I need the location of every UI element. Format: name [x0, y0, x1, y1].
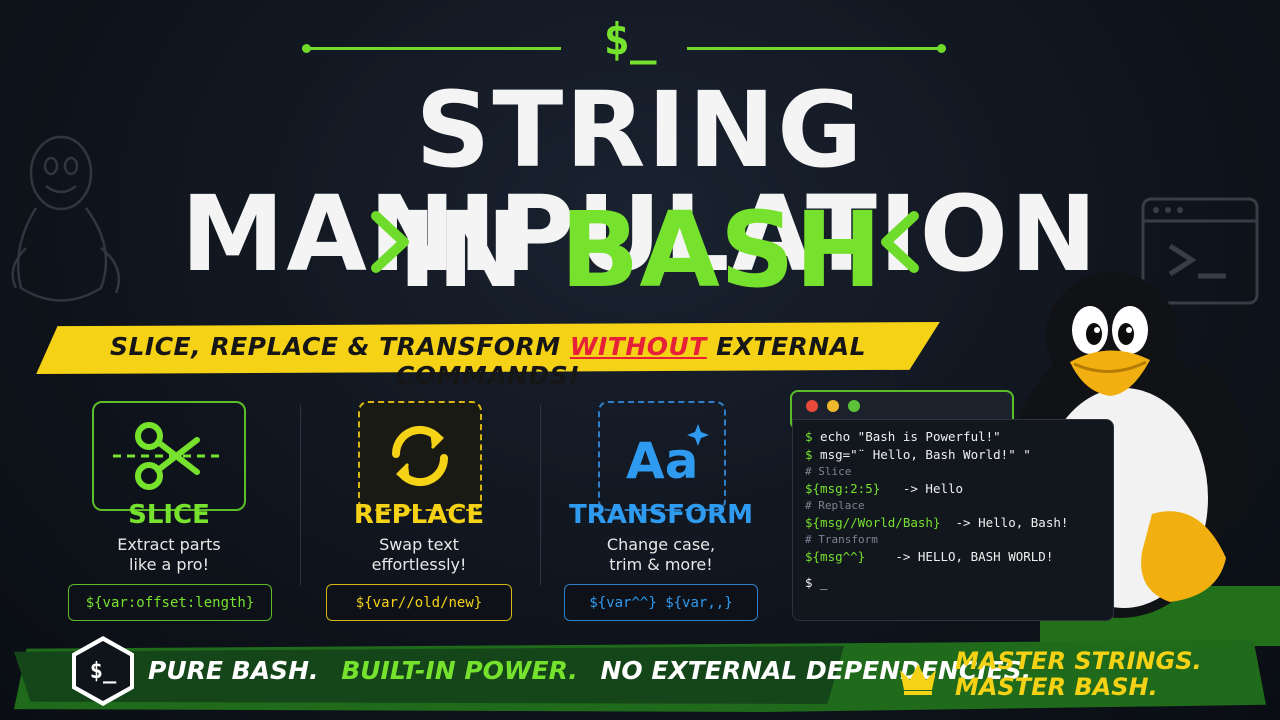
transform-desc-line2: trim & more! [609, 555, 713, 574]
terminal-output: -> HELLO, BASH WORLD! [865, 549, 1054, 565]
close-dot-icon[interactable] [806, 400, 818, 412]
top-decoration-line-left [302, 44, 561, 53]
page-title: STRING MANIPULATION [180, 69, 1100, 295]
tagline-text: SLICE, REPLACE & TRANSFORM WITHOUT EXTER… [38, 332, 938, 390]
terminal-command: msg="¨ Hello, Bash World!" " [812, 447, 1031, 463]
title-in: IN [398, 189, 524, 311]
terminal-window: $ echo "Bash is Powerful!" $ msg="¨ Hell… [792, 419, 1114, 621]
terminal-output: -> Hello [880, 481, 964, 497]
master-line1: MASTER STRINGS. [955, 647, 1202, 675]
scissors-icon [113, 422, 225, 490]
slice-desc-line2: like a pro! [129, 555, 209, 574]
chevron-right-icon [371, 211, 409, 273]
slice-title: SLICE [128, 500, 210, 530]
terminal-line: $ echo "Bash is Powerful!" [805, 428, 1101, 446]
terminal-cursor-line[interactable]: $ _ [805, 575, 828, 591]
minimize-dot-icon[interactable] [827, 400, 839, 412]
terminal-line: ${msg:2:5} -> Hello [805, 480, 1101, 498]
terminal-prompt: $ [805, 447, 813, 463]
replace-code-snippet: ${var//old/new} [326, 584, 512, 621]
prompt-symbol: $_ [603, 14, 657, 65]
tagline-part2: EXTERNAL COMMANDS! [395, 332, 867, 390]
slice-desc-line1: Extract parts [117, 535, 221, 554]
card-divider [300, 405, 301, 585]
transform-code-snippet: ${var^^} ${var,,} [564, 584, 758, 621]
terminal-expression: ${msg^^} [805, 549, 866, 565]
card-divider [540, 405, 541, 585]
master-tagline: MASTER STRINGS. MASTER BASH. [955, 648, 1202, 701]
replace-title: REPLACE [353, 500, 485, 530]
replace-description: Swap text effortlessly! [304, 535, 534, 575]
swap-arrows-icon [391, 425, 449, 487]
footer-bar-inner [14, 646, 844, 704]
terminal-line: $ msg="¨ Hello, Bash World!" " [805, 446, 1101, 464]
terminal-comment: # Slice [805, 465, 852, 479]
transform-desc-line1: Change case, [606, 535, 716, 554]
top-decoration-line-right [687, 44, 946, 53]
text-case-icon: Aa [626, 424, 709, 490]
transform-title: TRANSFORM [568, 500, 754, 530]
slice-card-icon-box [92, 401, 246, 511]
terminal-expression: ${msg:2:5} [805, 481, 881, 497]
replace-desc-line1: Swap text [379, 535, 459, 554]
maximize-dot-icon[interactable] [848, 400, 860, 412]
footer-seg3: NO EXTERNAL DEPENDENCIES. [600, 656, 1032, 685]
footer-seg2: BUILT-IN POWER. [341, 656, 578, 685]
page-subtitle: IN BASH [0, 198, 1280, 302]
terminal-prompt: $ [805, 429, 813, 444]
transform-card-icon-box: Aa [598, 401, 726, 511]
tux-outline-icon [11, 135, 121, 302]
slice-description: Extract parts like a pro! [54, 535, 284, 575]
terminal-output: -> Hello, Bash! [940, 515, 1069, 531]
title-bash: BASH [560, 189, 882, 311]
svg-text:Aa: Aa [626, 432, 698, 490]
master-line2: MASTER BASH. [955, 673, 1158, 702]
footer-slogan: PURE BASH. BUILT-IN POWER. NO EXTERNAL D… [148, 656, 1045, 685]
tagline-highlight: WITHOUT [569, 332, 707, 361]
terminal-line: ${msg^^} -> HELLO, BASH WORLD! [805, 548, 1101, 566]
terminal-hex-icon: $_ [76, 641, 130, 701]
crown-icon [900, 664, 936, 695]
terminal-window-icon [1141, 197, 1259, 305]
terminal-command: echo "Bash is Powerful!" [812, 429, 1001, 444]
chevron-left-icon [881, 211, 919, 273]
replace-card-icon-box [358, 401, 482, 511]
terminal-expression: ${msg//World/Bash} [805, 515, 941, 531]
replace-desc-line2: effortlessly! [371, 555, 467, 574]
terminal-comment: # Transform [805, 533, 878, 547]
footer-seg1: PURE BASH. [148, 656, 319, 685]
terminal-line: ${msg//World/Bash} -> Hello, Bash! [805, 514, 1101, 532]
tagline-part1: SLICE, REPLACE & TRANSFORM [109, 332, 561, 361]
terminal-comment: # Replace [805, 499, 865, 513]
transform-description: Change case, trim & more! [546, 535, 776, 575]
slice-code-snippet: ${var:offset:length} [68, 584, 272, 621]
